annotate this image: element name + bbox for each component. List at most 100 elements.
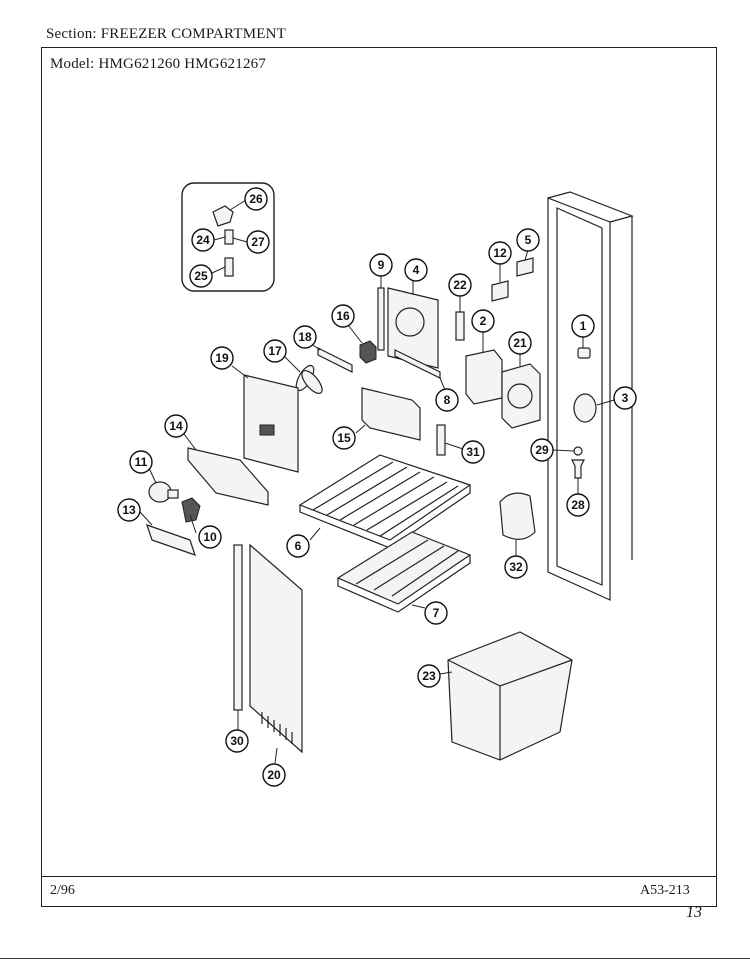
part-panel-20 [249, 543, 303, 754]
callout-5: 5 [516, 228, 540, 252]
part-fitting-tube [224, 257, 234, 277]
part-fitting-insert [224, 229, 234, 245]
part-fan-motor [359, 340, 377, 364]
svg-text:6: 6 [295, 539, 302, 553]
page-bottom-rule [0, 958, 750, 959]
part-light-socket [181, 497, 201, 523]
model-values: HMG621260 HMG621267 [98, 56, 267, 72]
svg-text:25: 25 [194, 269, 208, 283]
svg-text:28: 28 [571, 498, 585, 512]
svg-text:29: 29 [535, 443, 549, 457]
part-strip-31 [436, 424, 446, 456]
callout-25: 25 [189, 264, 213, 288]
svg-text:22: 22 [453, 278, 467, 292]
callout-23: 23 [417, 664, 441, 688]
svg-text:30: 30 [230, 734, 244, 748]
svg-text:27: 27 [251, 235, 265, 249]
footer-date: 2/96 [50, 883, 75, 898]
svg-text:2: 2 [480, 314, 487, 328]
part-fan-blade [295, 364, 323, 394]
callout-32: 32 [504, 555, 528, 579]
callout-22: 22 [448, 273, 472, 297]
callout-24: 24 [191, 228, 215, 252]
part-damper-32 [499, 492, 536, 540]
callout-30: 30 [225, 729, 249, 753]
svg-text:13: 13 [122, 503, 136, 517]
part-ice-tray [336, 531, 472, 613]
callout-19: 19 [210, 346, 234, 370]
callout-1: 1 [571, 314, 595, 338]
callout-21: 21 [508, 331, 532, 355]
part-wire-shelf [298, 454, 472, 549]
part-box-2 [465, 349, 503, 405]
frame-bottom-rule [41, 876, 717, 877]
part-bracket-5 [516, 257, 534, 277]
callout-18: 18 [293, 325, 317, 349]
callout-13: 13 [117, 498, 141, 522]
part-ice-bucket [447, 631, 573, 761]
part-trim-strip-30 [233, 544, 243, 711]
svg-text:21: 21 [513, 336, 527, 350]
callout-29: 29 [530, 438, 554, 462]
svg-text:16: 16 [336, 309, 350, 323]
part-bulb-base [167, 489, 179, 499]
svg-text:11: 11 [135, 455, 148, 469]
inset-box [181, 182, 275, 292]
part-thermostat-knob [577, 347, 591, 359]
part-panel-grille [259, 424, 275, 436]
callout-28: 28 [566, 493, 590, 517]
part-bracket-12 [491, 280, 509, 302]
callout-17: 17 [263, 339, 287, 363]
svg-text:9: 9 [378, 258, 385, 272]
svg-text:20: 20 [267, 768, 281, 782]
svg-text:18: 18 [298, 330, 312, 344]
footer-doc-code: A53-213 [640, 883, 690, 898]
callout-2: 2 [471, 309, 495, 333]
callout-9: 9 [369, 253, 393, 277]
part-motor-bracket [317, 347, 353, 373]
svg-text:4: 4 [413, 263, 420, 277]
part-strip-22 [455, 311, 465, 341]
svg-text:23: 23 [422, 669, 436, 683]
section-line: Section: FREEZER COMPARTMENT [46, 26, 286, 43]
part-light-housing [187, 447, 269, 506]
callout-16: 16 [331, 304, 355, 328]
part-rod-9 [377, 287, 385, 351]
svg-text:1: 1 [580, 319, 587, 333]
part-washer [573, 446, 583, 456]
callout-11: 11 [129, 450, 153, 474]
svg-text:3: 3 [622, 391, 629, 405]
svg-text:10: 10 [203, 530, 217, 544]
callout-7: 7 [424, 601, 448, 625]
callout-10: 10 [198, 525, 222, 549]
part-cover-15 [361, 387, 421, 441]
callout-26: 26 [244, 187, 268, 211]
svg-text:26: 26 [249, 192, 263, 206]
svg-text:8: 8 [444, 393, 451, 407]
section-value: FREEZER COMPARTMENT [100, 26, 287, 42]
part-rear-panel-19 [243, 374, 299, 473]
svg-text:32: 32 [509, 560, 523, 574]
svg-text:7: 7 [433, 606, 440, 620]
svg-text:24: 24 [196, 233, 210, 247]
page-mark: 13 [686, 904, 702, 921]
callout-4: 4 [404, 258, 428, 282]
leader-lines [139, 199, 615, 764]
part-water-valve-fitting [212, 205, 234, 227]
callout-8: 8 [435, 388, 459, 412]
callout-3: 3 [613, 386, 637, 410]
svg-text:19: 19 [215, 351, 229, 365]
part-light-lens [146, 524, 196, 556]
part-housing-3 [573, 393, 597, 423]
part-fan-shroud-21 [501, 363, 541, 429]
callout-12: 12 [488, 241, 512, 265]
callout-27: 27 [246, 230, 270, 254]
model-label: Model: [50, 56, 95, 72]
part-evaporator-cover-4 [387, 287, 439, 369]
callout-6: 6 [286, 534, 310, 558]
callout-31: 31 [461, 440, 485, 464]
svg-text:12: 12 [493, 246, 507, 260]
part-screw [571, 459, 585, 479]
callout-20: 20 [262, 763, 286, 787]
